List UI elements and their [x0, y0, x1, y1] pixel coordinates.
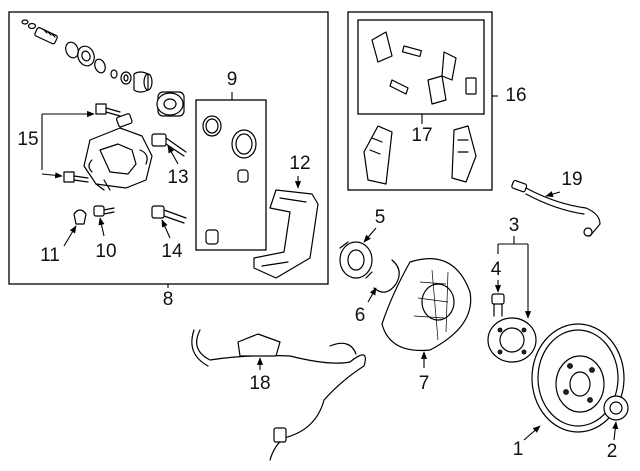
abs-sensor-harness: [191, 329, 366, 461]
snap-ring: [373, 259, 400, 293]
callout-9: 9: [227, 69, 238, 90]
callout-17: 17: [411, 125, 432, 146]
callout-13: 13: [167, 167, 188, 188]
brake-rotor: [531, 323, 625, 433]
brake-pads: [363, 125, 477, 185]
hub-assembly: [487, 317, 537, 363]
callout-10: 10: [95, 241, 116, 262]
callout-19: 19: [561, 169, 582, 190]
caliper-bracket: [253, 189, 319, 279]
callout-3: 3: [509, 215, 520, 236]
caliper-bolts: [63, 103, 121, 183]
wheel-bearing: [339, 241, 373, 279]
pad-hardware-parts: [371, 31, 477, 105]
hub-nut: [603, 395, 629, 421]
leader-lines: [41, 92, 619, 441]
callout-labels: 15 13 14 11 10 9 12 8 16 17 19 5 6 3 4 7…: [17, 69, 617, 462]
caliper-small-parts: [21, 19, 185, 117]
callout-11: 11: [40, 245, 60, 266]
brake-hose: [511, 179, 601, 237]
caliper-body: [83, 113, 153, 191]
guide-pin-lower: [151, 205, 187, 224]
callout-15: 15: [17, 129, 38, 150]
seal-kit-box: [195, 99, 267, 251]
callout-8: 8: [163, 289, 174, 310]
seal-kit-parts: [202, 115, 257, 245]
pad-kit-box: [347, 11, 493, 191]
callout-4: 4: [491, 259, 502, 280]
splash-shield: [381, 258, 472, 352]
callout-5: 5: [375, 207, 386, 228]
callout-12: 12: [289, 153, 310, 174]
guide-pin-upper: [151, 133, 187, 157]
callout-7: 7: [419, 373, 430, 394]
callout-6: 6: [355, 305, 366, 326]
callout-14: 14: [161, 241, 183, 262]
bleeder-screw: [93, 205, 115, 217]
callout-18: 18: [249, 373, 270, 394]
callout-1: 1: [513, 439, 524, 460]
pad-hardware-box: [357, 19, 485, 115]
callout-16: 16: [505, 85, 526, 106]
callout-2: 2: [607, 441, 618, 462]
bleeder-cap: [73, 209, 87, 225]
wheel-stud: [491, 293, 505, 317]
